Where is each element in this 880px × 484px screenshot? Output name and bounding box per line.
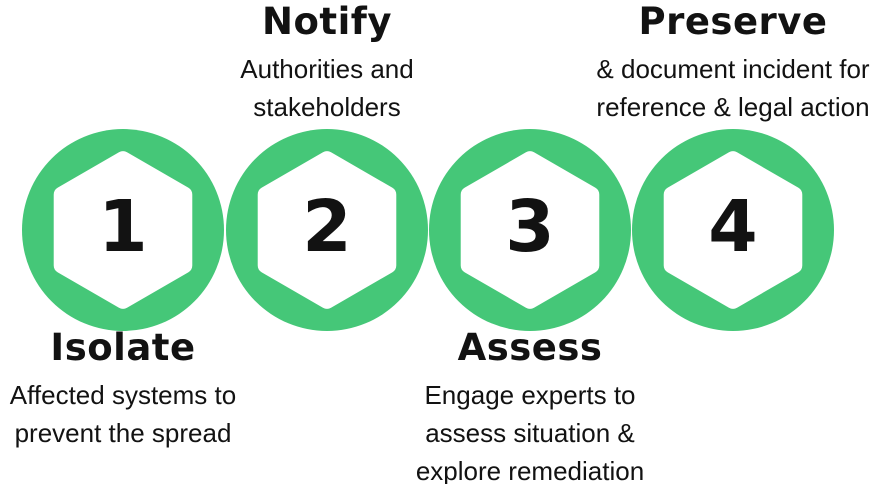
hexagon-icon — [663, 151, 803, 309]
step-2-title: Notify — [262, 0, 392, 43]
hexagon-icon — [460, 151, 600, 309]
description-line: assess situation & — [425, 418, 635, 448]
step-4-description: & document incident for reference & lega… — [564, 50, 880, 126]
step-2-label: Notify Authorities and stakeholders — [177, 0, 477, 126]
step-3-title: Assess — [457, 326, 603, 369]
step-3-label: Assess Engage experts to assess situatio… — [385, 326, 675, 484]
description-line: & document incident for — [596, 54, 870, 84]
step-4-number: 4 — [708, 184, 758, 268]
step-3-badge: 3 — [429, 129, 631, 331]
step-3-number: 3 — [505, 184, 555, 268]
step-1-title: Isolate — [50, 326, 196, 369]
description-line: Affected systems to — [9, 380, 237, 410]
description-line: Authorities and — [240, 54, 414, 84]
description-line: reference & legal action — [596, 92, 870, 122]
hexagon-icon — [257, 151, 397, 309]
hexagon-in-circle-icon — [22, 129, 224, 331]
description-line: Engage experts to — [424, 380, 636, 410]
hexagon-in-circle-icon — [226, 129, 428, 331]
step-2-number: 2 — [302, 184, 352, 268]
step-4-badge: 4 — [632, 129, 834, 331]
step-1-number: 1 — [98, 184, 148, 268]
description-line: stakeholders — [253, 92, 401, 122]
step-3-description: Engage experts to assess situation & exp… — [385, 376, 675, 484]
description-line: explore remediation — [415, 456, 645, 484]
hexagon-icon — [53, 151, 193, 309]
step-1-description: Affected systems to prevent the spread — [0, 376, 246, 452]
step-2-description: Authorities and stakeholders — [177, 50, 477, 126]
hexagon-in-circle-icon — [632, 129, 834, 331]
step-1-badge: 1 — [22, 129, 224, 331]
step-4-title: Preserve — [638, 0, 828, 43]
description-line: prevent the spread — [14, 418, 232, 448]
hexagon-in-circle-icon — [429, 129, 631, 331]
step-4-label: Preserve & document incident for referen… — [564, 0, 880, 126]
step-1-label: Isolate Affected systems to prevent the … — [0, 326, 246, 452]
step-2-badge: 2 — [226, 129, 428, 331]
